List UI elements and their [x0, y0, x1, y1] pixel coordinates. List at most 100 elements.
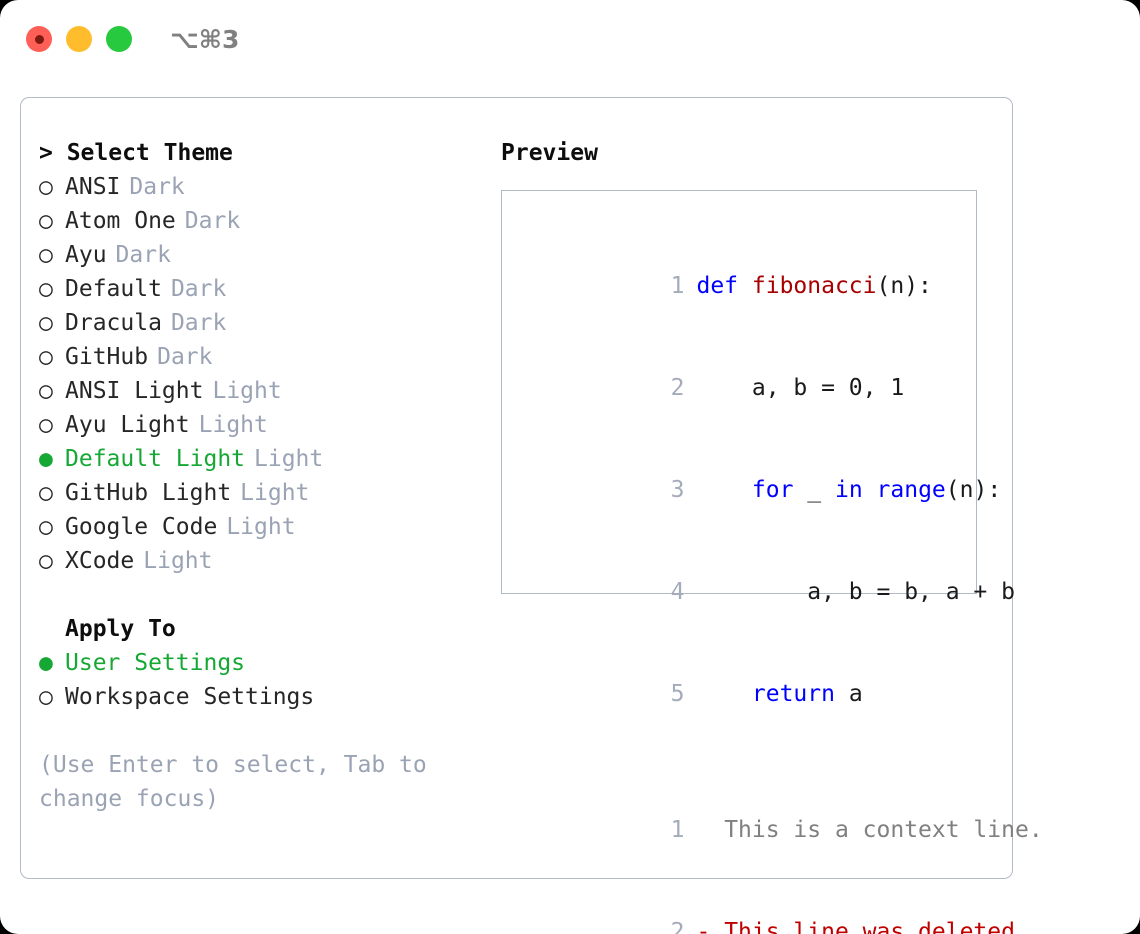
- code-line: 4 a, b = b, a + b: [518, 541, 1015, 643]
- theme-category-tag: Light: [226, 514, 296, 540]
- theme-name: Default: [65, 276, 162, 302]
- theme-picker-header-label: > Select Theme: [39, 140, 233, 166]
- theme-name: ANSI: [65, 174, 121, 200]
- code-line: 5 return a: [518, 643, 976, 745]
- code-token-plain: [863, 477, 877, 503]
- code-token-builtin: range: [876, 477, 946, 503]
- code-token-plain: (n):: [876, 273, 932, 299]
- line-number: 4: [670, 579, 685, 605]
- code-token-plain: a, b = b, a + b: [696, 579, 1015, 605]
- line-number: 2: [670, 375, 685, 401]
- preview-divider-space: [518, 745, 976, 779]
- maximize-window-button[interactable]: [106, 26, 132, 52]
- theme-list-item[interactable]: ○ Dracula Dark: [39, 306, 479, 340]
- code-line: 2 a, b = 0, 1: [518, 337, 976, 439]
- radio-icon[interactable]: ○: [39, 412, 53, 438]
- radio-icon[interactable]: ○: [39, 208, 53, 234]
- diff-text: This line was deleted.: [724, 919, 1029, 934]
- line-number: 3: [670, 477, 685, 503]
- window-titlebar: ⌥⌘3: [0, 0, 1140, 78]
- recording-indicator-icon: [34, 34, 44, 44]
- code-token-keyword: return: [751, 681, 835, 707]
- theme-category-tag: Dark: [184, 208, 241, 234]
- line-number: 1: [670, 817, 685, 843]
- theme-name: Ayu: [65, 242, 107, 268]
- theme-name: Atom One: [65, 208, 176, 234]
- theme-name: Default Light: [65, 446, 246, 472]
- preview-title: Preview: [501, 140, 598, 166]
- minimize-window-button[interactable]: [66, 26, 92, 52]
- theme-name: GitHub Light: [65, 480, 232, 506]
- apply-to-label: Workspace Settings: [65, 684, 315, 710]
- apply-to-item[interactable]: ○ Workspace Settings: [39, 680, 479, 714]
- theme-picker-header: > Select Theme: [39, 136, 479, 170]
- theme-list-item[interactable]: ○ ANSI Light Light: [39, 374, 479, 408]
- diff-line-context: 1 This is a context line.: [518, 779, 1043, 881]
- theme-category-tag: Dark: [170, 276, 227, 302]
- theme-category-tag: Dark: [157, 344, 213, 370]
- apply-to-title: Apply To: [65, 616, 176, 642]
- radio-icon[interactable]: ○: [39, 276, 53, 302]
- radio-icon[interactable]: ○: [39, 480, 53, 506]
- code-token-plain: [696, 681, 751, 707]
- radio-icon-selected[interactable]: ●: [39, 446, 53, 472]
- code-token-keyword: for: [751, 477, 794, 503]
- theme-name: Google Code: [65, 514, 218, 540]
- radio-icon[interactable]: ○: [39, 684, 53, 710]
- theme-list-item[interactable]: ○ Ayu Light Light: [39, 408, 479, 442]
- apply-to-item-selected[interactable]: ● User Settings: [39, 646, 479, 680]
- keyboard-hint-text: (Use Enter to select, Tab to change focu…: [39, 752, 427, 812]
- radio-icon-selected[interactable]: ●: [39, 650, 53, 676]
- code-token-plain: a, b = 0, 1: [696, 375, 905, 401]
- list-spacer: [39, 578, 479, 612]
- radio-icon[interactable]: ○: [39, 514, 53, 540]
- radio-icon[interactable]: ○: [39, 310, 53, 336]
- code-token-plain: _: [793, 477, 835, 503]
- radio-icon[interactable]: ○: [39, 174, 53, 200]
- radio-icon[interactable]: ○: [39, 242, 53, 268]
- radio-icon[interactable]: ○: [39, 548, 53, 574]
- close-window-button[interactable]: [26, 26, 52, 52]
- diff-marker-minus: -: [696, 919, 725, 934]
- diff-line-deleted: 2- This line was deleted.: [518, 881, 1029, 934]
- theme-list-item[interactable]: ○ GitHub Light Light: [39, 476, 479, 510]
- theme-list-item[interactable]: ○ Google Code Light: [39, 510, 479, 544]
- theme-name: ANSI Light: [65, 378, 204, 404]
- line-number: 2: [670, 919, 685, 934]
- theme-category-tag: Light: [212, 378, 282, 404]
- code-token-keyword: def: [696, 273, 752, 299]
- theme-category-tag: Light: [198, 412, 268, 438]
- theme-name: Ayu Light: [65, 412, 190, 438]
- code-token-plain: [696, 477, 751, 503]
- code-token-keyword: in: [834, 477, 863, 503]
- theme-category-tag: Dark: [170, 310, 227, 336]
- code-token-function: fibonacci: [751, 273, 877, 299]
- theme-list-item[interactable]: ○ ANSI Dark: [39, 170, 479, 204]
- theme-list-item[interactable]: ○ Atom One Dark: [39, 204, 479, 238]
- line-number: 5: [670, 681, 685, 707]
- apply-to-label: User Settings: [65, 650, 246, 676]
- theme-category-tag: Dark: [129, 174, 185, 200]
- code-token-plain: (n):: [945, 477, 1002, 503]
- theme-list-item[interactable]: ○ Default Dark: [39, 272, 479, 306]
- code-line: 1 def fibonacci(n):: [518, 235, 976, 337]
- radio-icon[interactable]: ○: [39, 378, 53, 404]
- theme-category-tag: Light: [143, 548, 213, 574]
- theme-category-tag: Light: [254, 446, 324, 472]
- code-line: 3 for _ in range(n):: [518, 439, 1002, 541]
- diff-text: This is a context line.: [724, 817, 1043, 843]
- theme-category-tag: Light: [240, 480, 310, 506]
- radio-icon[interactable]: ○: [39, 344, 53, 370]
- theme-name: Dracula: [65, 310, 162, 336]
- keyboard-shortcut-label: ⌥⌘3: [170, 24, 240, 54]
- line-number: 1: [670, 273, 685, 299]
- theme-list-item-selected[interactable]: ● Default Light Light: [39, 442, 479, 476]
- code-token-plain: a: [834, 681, 863, 707]
